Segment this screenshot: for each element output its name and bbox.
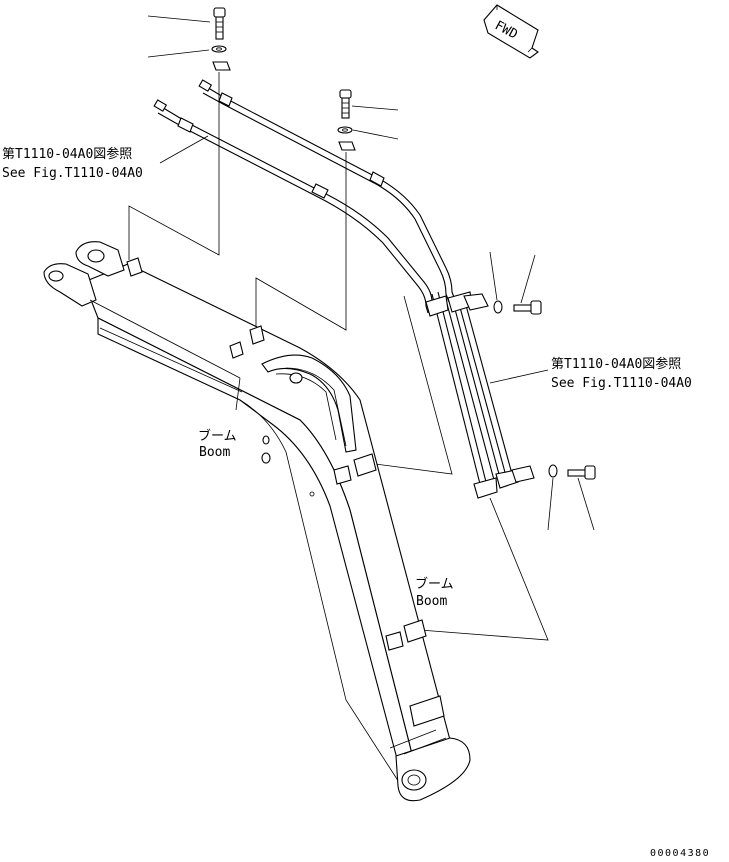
ref-top-en: See Fig.T1110-04A0 [2, 166, 143, 181]
lower-hydraulic-tubes [425, 291, 535, 499]
leader-bolt-right-lower [577, 477, 595, 531]
clamp-top-mid [338, 141, 356, 151]
leader-ref-right [489, 369, 549, 384]
projection-line-3 [359, 295, 453, 475]
leader-washer-top-mid [352, 129, 399, 140]
bolt-top-mid [339, 89, 352, 119]
ref-right-en: See Fig.T1110-04A0 [551, 376, 692, 391]
leader-ref-top [159, 135, 209, 164]
leader-bolt-top-left [147, 15, 211, 23]
drawing-code: 00004380 [650, 848, 710, 859]
projection-line-4 [419, 497, 549, 641]
upper-hydraulic-tubes [153, 79, 456, 314]
leader-washer-right-lower [547, 477, 554, 531]
washer-right-lower [548, 464, 558, 478]
boom-lower-en: Boom [416, 594, 447, 609]
boom-upper-en: Boom [199, 445, 230, 460]
boom-lower-jp: ブーム [415, 576, 454, 592]
washer-top-left [211, 45, 227, 53]
boom [43, 241, 471, 802]
bolt-right-lower [567, 465, 596, 480]
bolt-top-left [213, 7, 226, 40]
washer-top-mid [337, 126, 353, 134]
washer-right-upper [493, 300, 503, 314]
leader-bolt-right-upper [520, 254, 536, 304]
boom-clamps [126, 257, 445, 727]
leader-washer-right-upper [489, 251, 498, 301]
clamp-top-left [212, 61, 231, 71]
boom-upper-jp: ブーム [198, 428, 237, 444]
projection-line-1 [128, 72, 220, 260]
ref-right-jp: 第T1110-04A0図参照 [551, 356, 681, 372]
ref-top-jp: 第T1110-04A0図参照 [2, 146, 132, 162]
leader-bolt-top-mid [351, 105, 399, 111]
fwd-arrow-icon: FWD [483, 4, 539, 59]
projection-line-2 [255, 152, 347, 335]
leader-washer-top-left [147, 49, 210, 58]
bolt-right-upper [513, 300, 542, 315]
